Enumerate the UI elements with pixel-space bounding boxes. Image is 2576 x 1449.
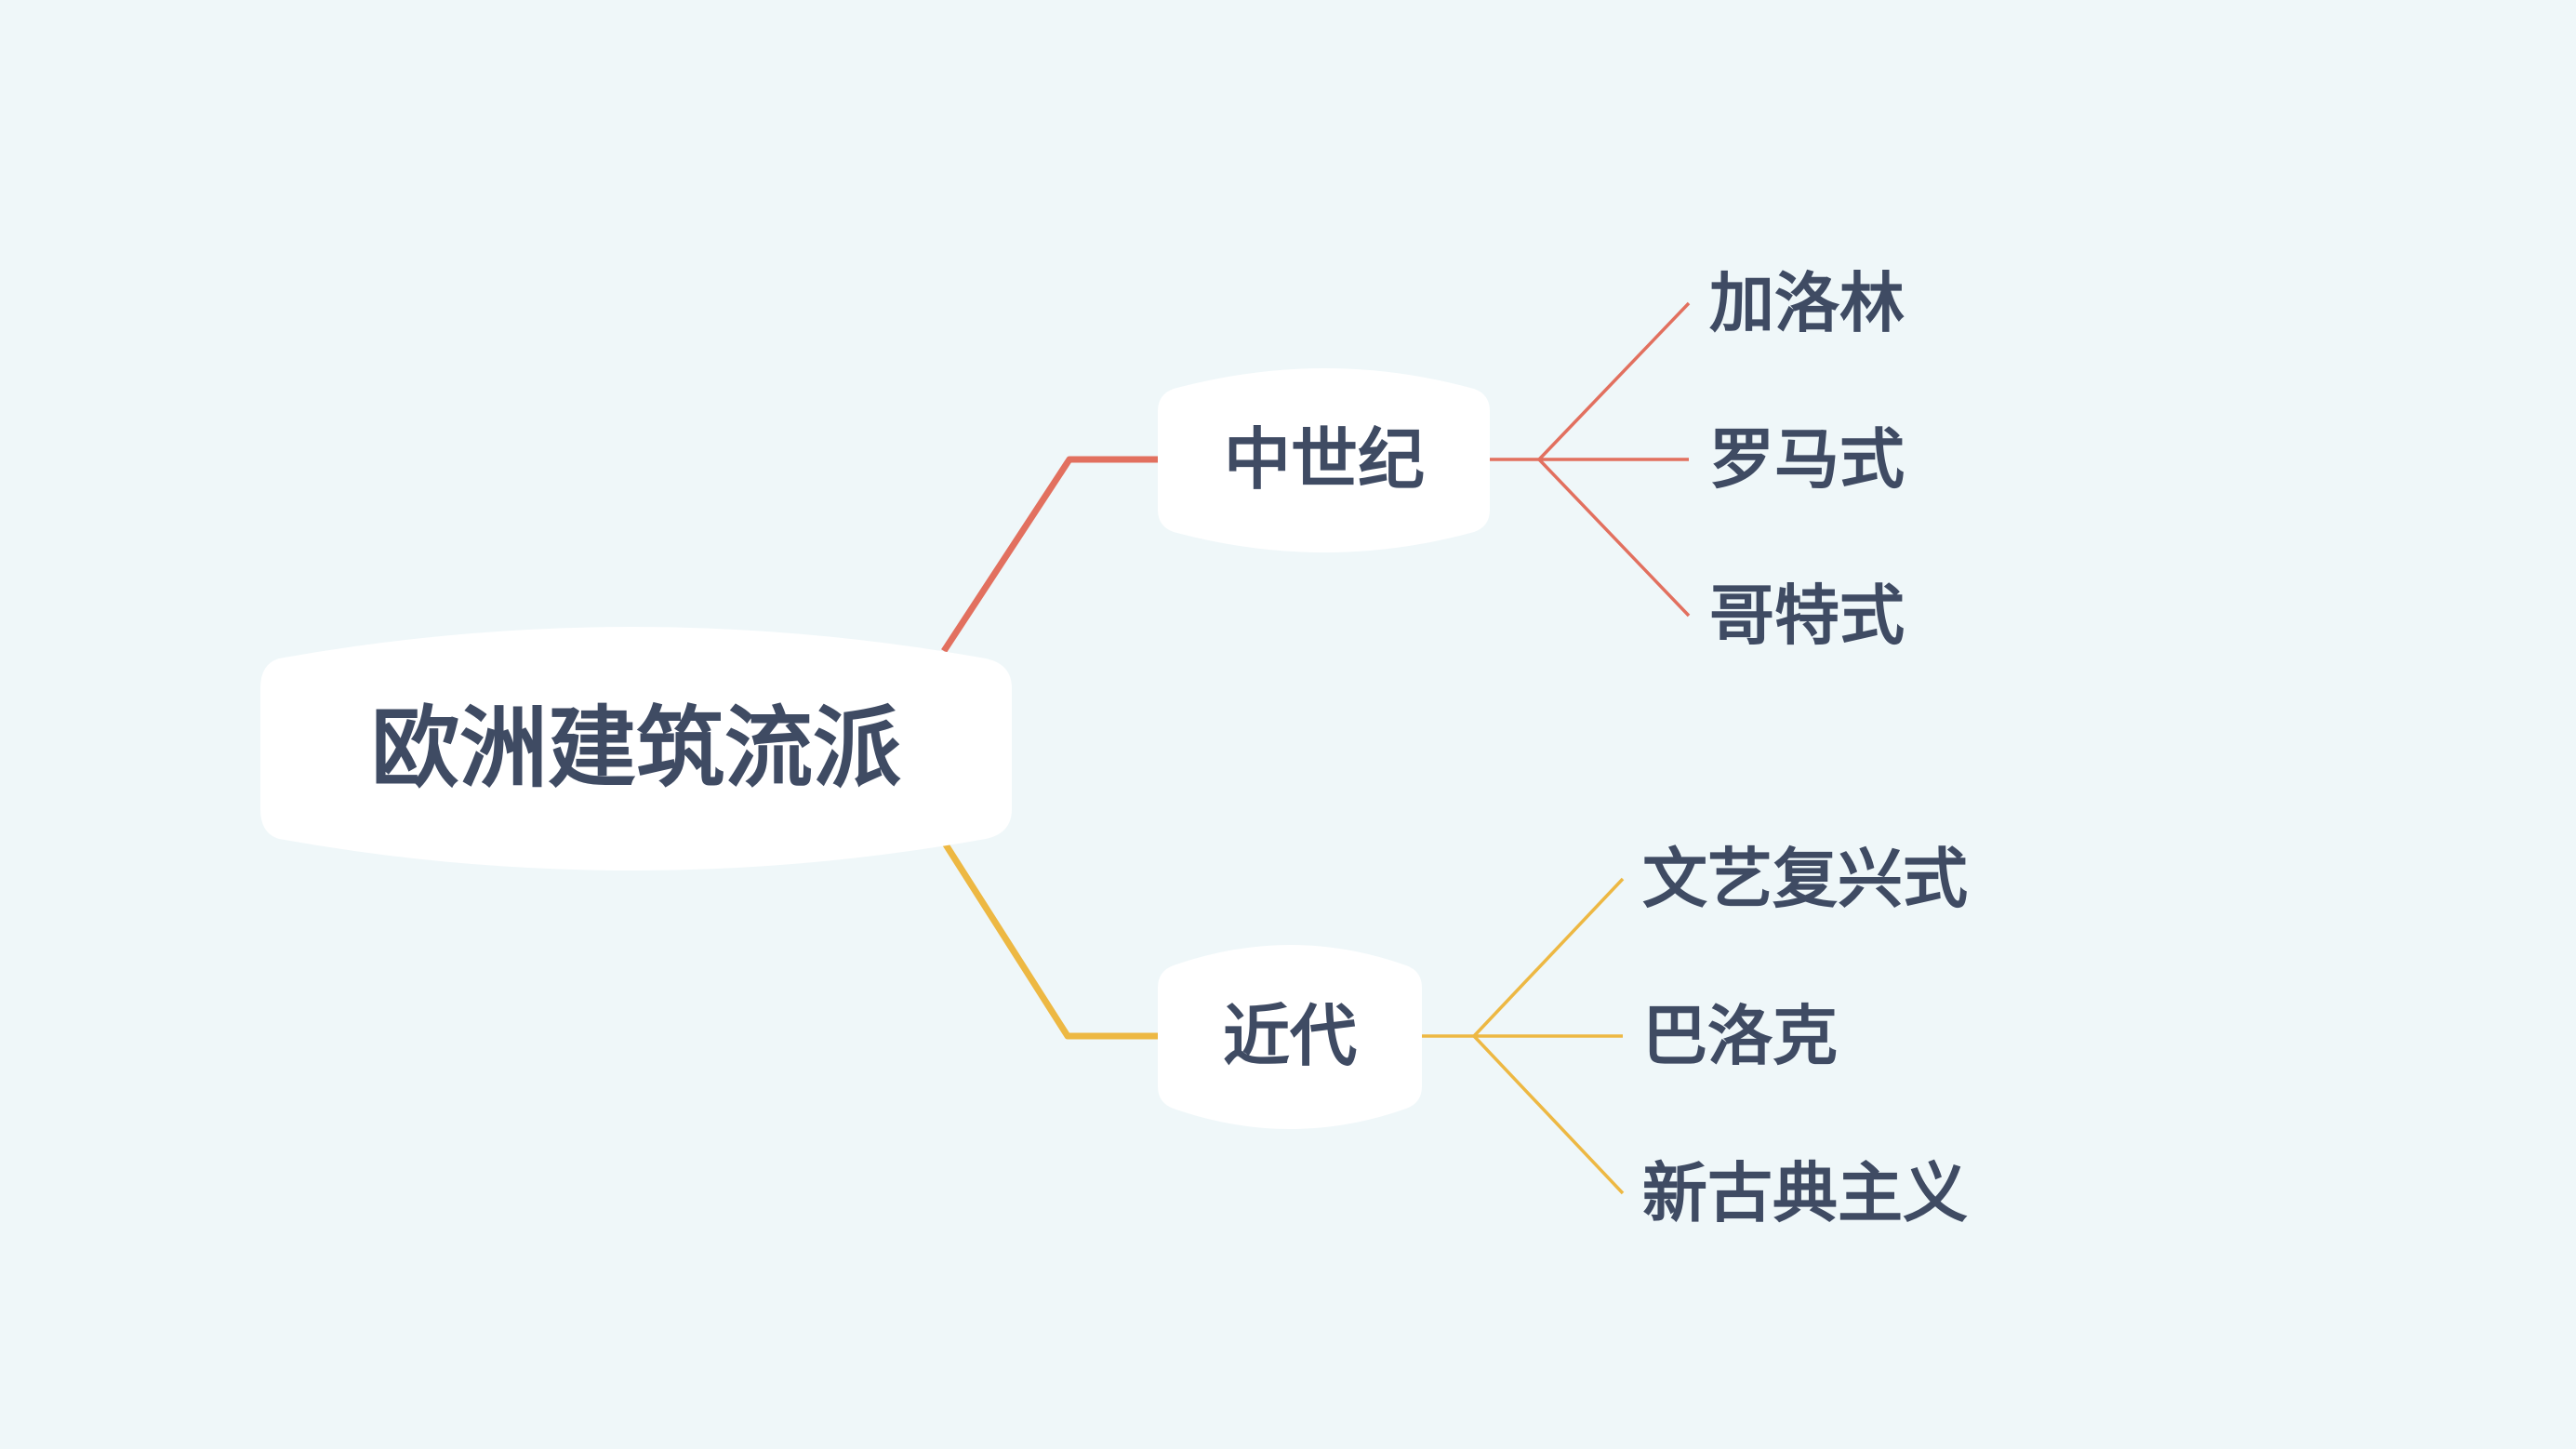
branch-node-modern-shape	[1158, 945, 1422, 1129]
leaf-renaissance[interactable]: 文艺复兴式	[1642, 841, 1968, 917]
leaf-carolingian[interactable]: 加洛林	[1709, 265, 1905, 341]
branch-label-medieval: 中世纪	[1224, 420, 1425, 499]
branch-node-medieval[interactable]: 中世纪	[1158, 368, 1490, 552]
connector-modern-child-1	[1472, 877, 1625, 1038]
connector-medieval-child-3	[1537, 458, 1691, 618]
branch-node-medieval-shape	[1158, 368, 1490, 552]
leaf-neoclassicism[interactable]: 新古典主义	[1642, 1155, 1968, 1231]
connector-root-modern	[941, 840, 1158, 1040]
root-label: 欧洲建筑流派	[371, 698, 901, 800]
leaf-gothic[interactable]: 哥特式	[1709, 578, 1905, 654]
leaf-romanesque[interactable]: 罗马式	[1709, 421, 1905, 498]
root-node[interactable]: 欧洲建筑流派	[260, 627, 1012, 871]
root-node-shape	[260, 627, 1012, 871]
branch-label-modern: 近代	[1223, 997, 1357, 1075]
leaf-baroque[interactable]: 巴洛克	[1642, 998, 1838, 1074]
branch-node-modern[interactable]: 近代	[1158, 945, 1422, 1129]
connector-modern-child-3	[1472, 1034, 1625, 1195]
connector-root-medieval	[941, 456, 1158, 653]
connector-medieval-child-1	[1537, 301, 1691, 461]
